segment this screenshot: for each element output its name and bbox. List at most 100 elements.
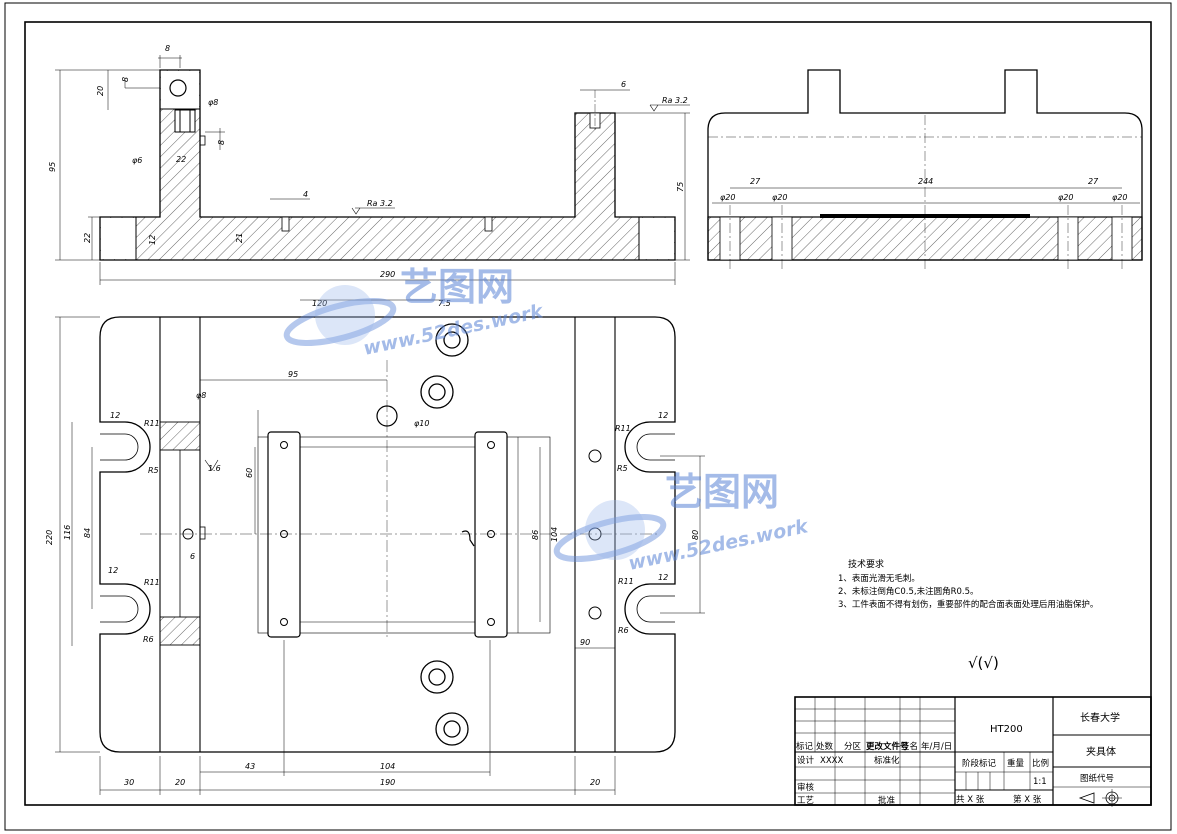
dim-front-20: 20 bbox=[96, 86, 105, 96]
dim-top-phi10: φ10 bbox=[414, 419, 429, 428]
row-label-date: 年/月/日 bbox=[921, 741, 952, 752]
dim-top-r11a: R11 bbox=[144, 419, 160, 428]
drawing-code-label: 图纸代号 bbox=[1080, 773, 1114, 784]
dim-top-95: 95 bbox=[288, 370, 298, 379]
roughness-note: √(√) bbox=[968, 654, 999, 672]
dim-front-290: 290 bbox=[380, 270, 395, 279]
designer-name: XXXX bbox=[820, 756, 843, 766]
dim-top-20b: 20 bbox=[590, 778, 600, 787]
total-sheets: 共 X 张 bbox=[956, 795, 985, 805]
row-label-change-doc: 更改文件号 bbox=[866, 741, 909, 752]
side-section-view bbox=[707, 69, 1143, 270]
watermark-logo-2: 艺图网 bbox=[665, 470, 779, 514]
roughness-front-1: Ra 3.2 bbox=[367, 199, 393, 208]
roughness-front-2: Ra 3.2 bbox=[662, 96, 688, 105]
top-plan-view bbox=[55, 299, 705, 795]
dim-front-75: 75 bbox=[676, 182, 685, 192]
dim-top-12d: 12 bbox=[658, 573, 668, 582]
dim-front-phi6: φ6 bbox=[132, 156, 142, 165]
dim-front-8c: 8 bbox=[217, 140, 226, 145]
dim-top-30: 30 bbox=[124, 778, 134, 787]
dim-top-phi8: φ8 bbox=[196, 391, 206, 400]
dim-side-27b: 27 bbox=[1088, 177, 1099, 186]
dim-top-12c: 12 bbox=[658, 411, 668, 420]
dim-top-104b: 104 bbox=[380, 762, 395, 771]
dim-front-21: 21 bbox=[235, 233, 244, 243]
dim-top-r6a: R6 bbox=[143, 635, 154, 644]
tech-req-item-1: 1、表面光滑无毛刺。 bbox=[838, 573, 920, 584]
school-name: 长春大学 bbox=[1080, 711, 1120, 724]
front-dimension-labels: 8 8 20 95 22 22 12 21 8 75 6 4 290 Ra 3.… bbox=[48, 44, 688, 279]
dim-top-r6b: R6 bbox=[618, 626, 629, 635]
front-section-view bbox=[55, 55, 690, 285]
dim-front-95: 95 bbox=[48, 162, 57, 172]
dim-top-84: 84 bbox=[83, 528, 92, 538]
watermark-url-1: www.52des.work bbox=[361, 300, 546, 360]
dim-front-8b: 8 bbox=[121, 77, 130, 82]
material-label: HT200 bbox=[990, 724, 1023, 735]
sheet-number: 第 X 张 bbox=[1013, 794, 1042, 805]
row-label-count: 处数 bbox=[816, 741, 834, 752]
dim-side-244: 244 bbox=[918, 177, 933, 186]
dim-side-phi20a: φ20 bbox=[720, 193, 735, 202]
dim-top-12a: 12 bbox=[110, 411, 120, 420]
dim-front-22: 22 bbox=[83, 233, 92, 243]
dim-top-r11d: R11 bbox=[618, 577, 634, 586]
dim-top-90: 90 bbox=[580, 638, 590, 647]
dim-top-12b: 12 bbox=[108, 566, 118, 575]
title-block-text: HT200 长春大学 夹具体 图纸代号 标记 处数 分区 更改文件号 签名 年/… bbox=[796, 711, 1120, 806]
scale-value: 1:1 bbox=[1033, 777, 1047, 787]
technical-requirements: 技术要求 1、表面光滑无毛刺。 2、未标注倒角C0.5,未注圆角R0.5。 3、… bbox=[838, 558, 1098, 610]
tech-req-item-2: 2、未标注倒角C0.5,未注圆角R0.5。 bbox=[838, 586, 979, 597]
row-label-zone: 分区 bbox=[844, 742, 862, 752]
approve-label: 批准 bbox=[878, 795, 896, 806]
title-block bbox=[794, 696, 1152, 807]
watermark-1: 艺图网 www.52des.work bbox=[283, 265, 546, 360]
design-label: 设计 bbox=[797, 755, 815, 766]
dim-top-220: 220 bbox=[45, 530, 54, 545]
dim-top-6: 6 bbox=[190, 552, 195, 561]
review-label: 审核 bbox=[797, 782, 815, 793]
top-dimension-labels: 120 7.5 95 φ8 φ10 60 12 12 12 12 R11 R11… bbox=[45, 299, 700, 787]
stage-label: 阶段标记 bbox=[962, 758, 997, 769]
dim-top-7.5: 7.5 bbox=[438, 299, 451, 308]
dim-front-12: 12 bbox=[148, 235, 157, 245]
dim-top-1.6: 1.6 bbox=[208, 464, 221, 473]
dim-front-6: 6 bbox=[621, 80, 626, 89]
dim-top-r11b: R11 bbox=[144, 578, 160, 587]
dim-top-190: 190 bbox=[380, 778, 395, 787]
dim-front-phi8: φ8 bbox=[208, 98, 218, 107]
scale-label: 比例 bbox=[1032, 758, 1049, 769]
part-name: 夹具体 bbox=[1086, 745, 1116, 758]
dim-side-phi20c: φ20 bbox=[1058, 193, 1073, 202]
dim-side-phi20b: φ20 bbox=[772, 193, 787, 202]
tech-req-item-3: 3、工件表面不得有划伤，重要部件的配合面表面处理后用油脂保护。 bbox=[838, 599, 1098, 610]
dim-top-r5b: R5 bbox=[617, 464, 628, 473]
weight-label: 重量 bbox=[1007, 758, 1025, 769]
dim-front-22b: 22 bbox=[176, 155, 186, 164]
dim-top-43: 43 bbox=[245, 762, 255, 771]
watermark-url-2: www.52des.work bbox=[626, 515, 811, 575]
dim-top-116: 116 bbox=[63, 525, 72, 540]
dim-top-80: 80 bbox=[691, 530, 700, 540]
watermark-2: 艺图网 www.52des.work bbox=[553, 470, 811, 575]
watermark-logo-1: 艺图网 bbox=[400, 265, 514, 309]
tech-req-heading: 技术要求 bbox=[848, 558, 884, 570]
dim-side-27a: 27 bbox=[750, 177, 761, 186]
dim-top-r5a: R5 bbox=[148, 466, 159, 475]
dim-top-60: 60 bbox=[245, 468, 254, 478]
outer-border bbox=[4, 2, 1172, 831]
row-label-mark: 标记 bbox=[796, 741, 814, 752]
dim-top-104: 104 bbox=[550, 527, 559, 542]
dim-top-120: 120 bbox=[312, 299, 327, 308]
standardize-label: 标准化 bbox=[874, 755, 900, 766]
dim-front-8: 8 bbox=[165, 44, 170, 53]
row-label-sign: 签名 bbox=[901, 741, 918, 752]
dim-top-20a: 20 bbox=[175, 778, 185, 787]
dim-side-phi20d: φ20 bbox=[1112, 193, 1127, 202]
side-dimension-labels: 27 27 244 φ20 φ20 φ20 φ20 bbox=[720, 177, 1127, 202]
dim-front-4: 4 bbox=[303, 190, 308, 199]
process-label: 工艺 bbox=[797, 796, 814, 806]
dim-top-86: 86 bbox=[531, 530, 540, 540]
